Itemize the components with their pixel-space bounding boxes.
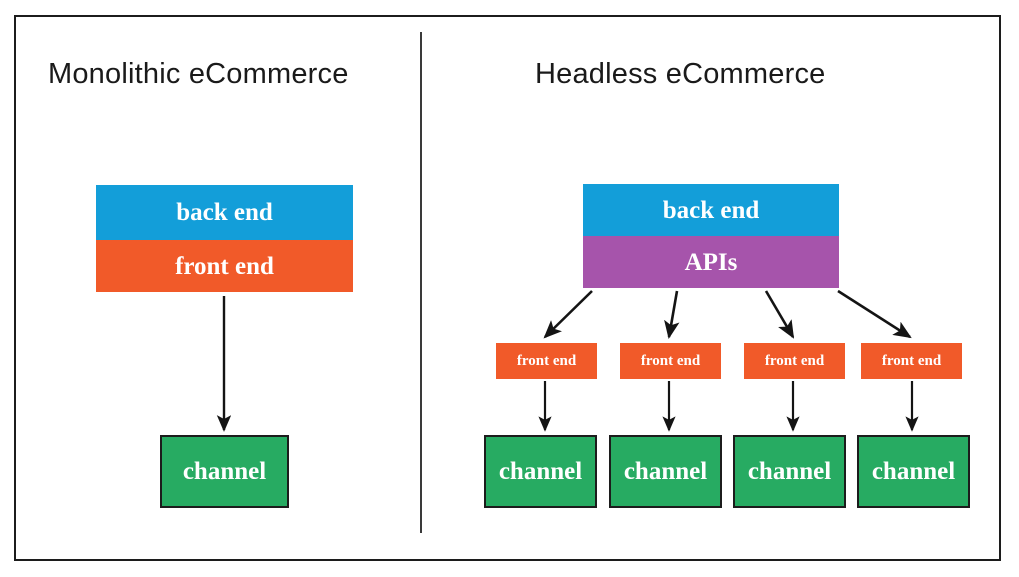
headless-frontend-box-3: front end xyxy=(744,343,845,379)
panel-title-headless: Headless eCommerce xyxy=(535,58,826,90)
mono-channel-box: channel xyxy=(160,435,289,508)
headless-channel-box-3: channel xyxy=(733,435,846,508)
panel-divider xyxy=(420,32,422,533)
headless-frontend-box-2: front end xyxy=(620,343,721,379)
headless-frontend-box-1: front end xyxy=(496,343,597,379)
headless-channel-box-2: channel xyxy=(609,435,722,508)
headless-apis-box: APIs xyxy=(583,236,839,288)
headless-channel-box-4: channel xyxy=(857,435,970,508)
mono-backend-box: back end xyxy=(96,185,353,240)
headless-backend-box: back end xyxy=(583,184,839,236)
headless-frontend-box-4: front end xyxy=(861,343,962,379)
headless-channel-box-1: channel xyxy=(484,435,597,508)
panel-title-monolithic: Monolithic eCommerce xyxy=(48,58,349,90)
mono-frontend-box: front end xyxy=(96,240,353,292)
